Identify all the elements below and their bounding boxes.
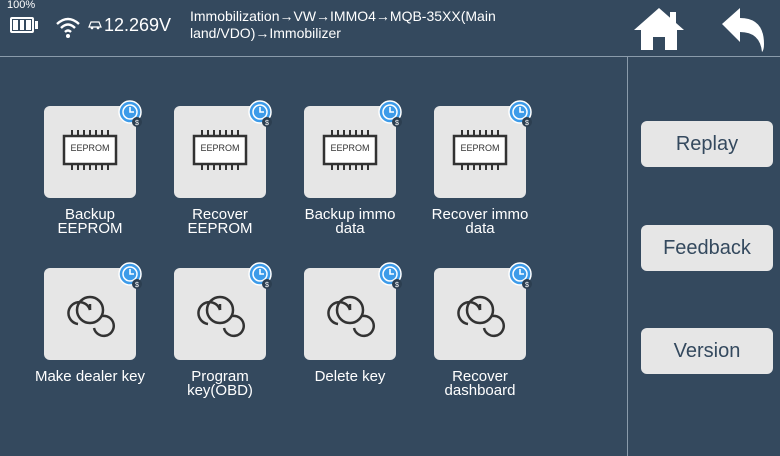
svg-text:$: $ bbox=[135, 282, 139, 289]
timer-badge-icon: $ bbox=[118, 262, 142, 289]
function-program-key-obd[interactable]: $ Program key(OBD) bbox=[155, 262, 285, 399]
svg-text:$: $ bbox=[395, 120, 399, 127]
eeprom-chip-icon bbox=[62, 130, 118, 170]
breadcrumb: Immobilization→VW→IMMO4→MQB-35XX(Main la… bbox=[190, 8, 496, 41]
wifi-icon bbox=[56, 17, 80, 38]
timer-badge-icon: $ bbox=[378, 100, 402, 127]
function-recover-immo-data[interactable]: EEPROM $ Recover immo data bbox=[415, 100, 545, 237]
divider bbox=[627, 57, 628, 456]
keys-tile[interactable]: $ bbox=[44, 262, 142, 360]
function-backup-immo-data[interactable]: EEPROM $ Backup immo data bbox=[285, 100, 415, 237]
keys-tile[interactable]: $ bbox=[434, 262, 532, 360]
svg-text:$: $ bbox=[395, 282, 399, 289]
feedback-button[interactable]: Feedback bbox=[641, 225, 773, 271]
svg-text:$: $ bbox=[525, 282, 529, 289]
function-label: Backup immo data bbox=[304, 206, 396, 237]
function-label: Make dealer key bbox=[34, 368, 146, 385]
car-battery-icon bbox=[88, 21, 102, 30]
keys-icon bbox=[67, 295, 115, 338]
eeprom-chip-tile[interactable]: EEPROM $ bbox=[434, 100, 532, 198]
function-label: Backup EEPROM bbox=[57, 206, 123, 237]
timer-badge-icon: $ bbox=[248, 262, 272, 289]
keys-tile[interactable]: $ bbox=[304, 262, 402, 360]
function-label: Recover immo data bbox=[431, 206, 529, 237]
eeprom-chip-tile[interactable]: EEPROM $ bbox=[304, 100, 402, 198]
voltage-readout: 12.269V bbox=[104, 15, 172, 35]
function-recover-eeprom[interactable]: EEPROM $ Recover EEPROM bbox=[155, 100, 285, 237]
svg-text:$: $ bbox=[525, 120, 529, 127]
function-recover-dashboard[interactable]: $ Recover dashboard bbox=[415, 262, 545, 399]
function-delete-key[interactable]: $ Delete key bbox=[285, 262, 415, 385]
timer-badge-icon: $ bbox=[508, 100, 532, 127]
svg-text:$: $ bbox=[135, 120, 139, 127]
eeprom-chip-icon bbox=[322, 130, 378, 170]
keys-icon bbox=[197, 295, 245, 338]
svg-text:$: $ bbox=[265, 120, 269, 127]
function-backup-eeprom[interactable]: EEPROM $ Backup EEPROM bbox=[25, 100, 155, 237]
home-icon[interactable] bbox=[630, 4, 688, 54]
replay-button[interactable]: Replay bbox=[641, 121, 773, 167]
svg-text:$: $ bbox=[265, 282, 269, 289]
timer-badge-icon: $ bbox=[118, 100, 142, 127]
battery-percent: 100% bbox=[7, 0, 36, 11]
chip-label: EEPROM bbox=[460, 143, 500, 153]
keys-icon bbox=[327, 295, 375, 338]
eeprom-chip-tile[interactable]: EEPROM $ bbox=[44, 100, 142, 198]
timer-badge-icon: $ bbox=[248, 100, 272, 127]
eeprom-chip-icon bbox=[452, 130, 508, 170]
timer-badge-icon: $ bbox=[378, 262, 402, 289]
eeprom-chip-tile[interactable]: EEPROM $ bbox=[174, 100, 272, 198]
chip-label: EEPROM bbox=[70, 143, 110, 153]
version-button[interactable]: Version bbox=[641, 328, 773, 374]
battery-indicator: 100% bbox=[4, 0, 44, 40]
function-make-dealer-key[interactable]: $ Make dealer key bbox=[25, 262, 155, 385]
function-label: Recover EEPROM bbox=[187, 206, 253, 237]
keys-tile[interactable]: $ bbox=[174, 262, 272, 360]
timer-badge-icon: $ bbox=[508, 262, 532, 289]
function-label: Delete key bbox=[314, 368, 386, 385]
function-label: Program key(OBD) bbox=[187, 368, 253, 399]
back-arrow-icon[interactable] bbox=[718, 4, 772, 54]
chip-label: EEPROM bbox=[200, 143, 240, 153]
chip-label: EEPROM bbox=[330, 143, 370, 153]
top-bar: 100% 12.269V Immobilization→VW→IMMO4→MQB… bbox=[0, 0, 780, 57]
battery-icon bbox=[10, 17, 34, 33]
keys-icon bbox=[457, 295, 505, 338]
eeprom-chip-icon bbox=[192, 130, 248, 170]
function-grid: EEPROM $ Backup EEPROM EEPROM $ Recover EEPRO… bbox=[0, 57, 627, 456]
function-label: Recover dashboard bbox=[444, 368, 516, 399]
